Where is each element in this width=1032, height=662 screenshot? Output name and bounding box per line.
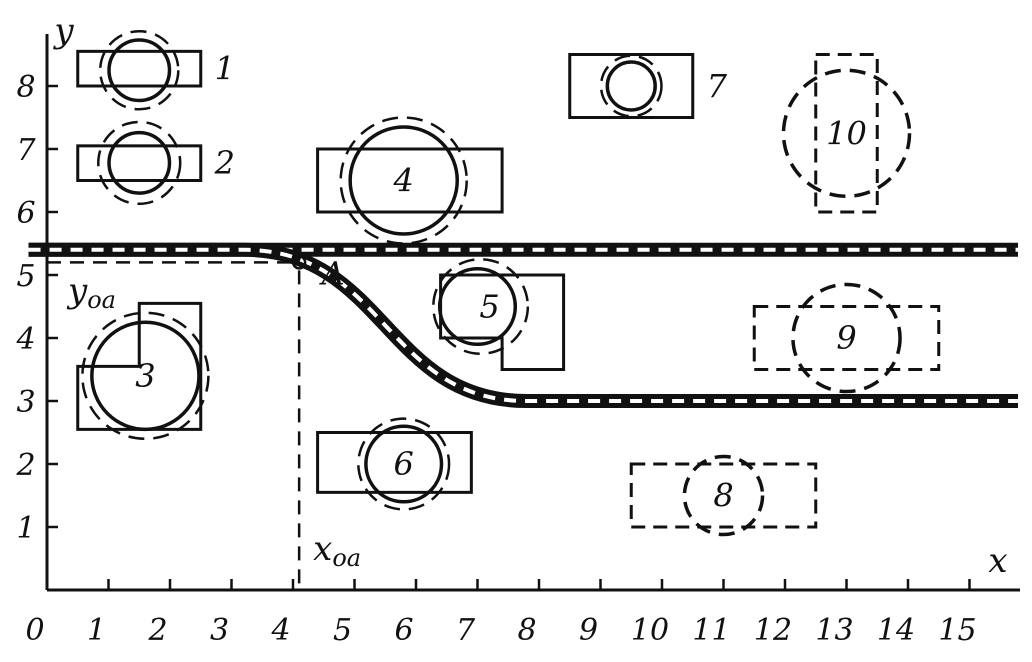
x-tick-label: 5: [333, 613, 352, 648]
road-branch-outline: [28, 242, 1018, 408]
y-tick-label: 4: [15, 322, 35, 357]
object-5: 5: [432, 258, 566, 371]
object-4-outer-circle: [339, 116, 468, 245]
object-3-label: 3: [135, 357, 155, 395]
y-tick-label: 3: [16, 385, 35, 420]
y-tick-label: 2: [15, 448, 35, 483]
object-5-footprint: [439, 273, 566, 371]
x-axis-name: x: [988, 541, 1007, 581]
object-7-label: 7: [707, 67, 728, 105]
object-1: 1: [76, 29, 235, 111]
object-4-footprint: [316, 147, 504, 214]
x-tick-label: 9: [579, 613, 598, 648]
x-oa-label: xoa: [313, 529, 361, 572]
object-6-outer-circle: [357, 417, 451, 511]
object-2-label: 2: [214, 144, 235, 182]
point-a-marker: [291, 255, 307, 270]
object-9: 9: [752, 282, 941, 394]
x-tick-label: 7: [456, 613, 476, 648]
object-3-circle: [90, 320, 201, 432]
object-10-circle: [781, 68, 912, 198]
y-tick-label: 7: [16, 133, 36, 168]
object-1-outer-circle: [98, 29, 180, 111]
object-1-label: 1: [215, 50, 235, 88]
object-4: 4: [316, 116, 504, 245]
object-2-outer-circle: [97, 120, 182, 206]
x-tick-label: 12: [754, 613, 792, 648]
object-8-label: 8: [713, 477, 733, 515]
x-tick-label: 6: [394, 613, 413, 648]
object-7-circle: [605, 60, 657, 112]
object-5-outer-circle: [432, 258, 530, 355]
object-6: 6: [316, 417, 473, 511]
y-tick-label: 8: [16, 70, 35, 105]
road-branch-centerline: [28, 247, 1018, 403]
object-9-footprint: [752, 305, 941, 371]
y-oa-label: yoa: [66, 271, 116, 314]
object-5-circle: [437, 266, 518, 347]
x-tick-label: 1: [87, 613, 106, 648]
x-tick-label: 8: [517, 613, 536, 648]
object-5-label: 5: [479, 288, 499, 326]
object-2-circle: [107, 130, 172, 195]
object-10-label: 10: [826, 114, 867, 152]
x-tick-label: 3: [210, 613, 229, 648]
x-tick-label: 15: [938, 613, 976, 648]
object-2-footprint: [76, 144, 203, 183]
x-tick-label: 13: [815, 613, 853, 648]
object-7-outer-circle: [599, 54, 663, 118]
object-3: 3: [76, 301, 210, 441]
y-tick-label: 5: [16, 259, 35, 294]
object-9-label: 9: [836, 319, 856, 357]
y-oa-label-subscript: oa: [87, 286, 116, 314]
x-tick-label: 2: [147, 613, 167, 648]
object-6-circle: [364, 424, 444, 504]
object-9-circle: [791, 282, 902, 394]
object-8: 8: [629, 454, 818, 537]
objects-layer: 1 2 3 4 5 6 7 8 9 10: [76, 29, 941, 537]
x-oa-label-subscript: oa: [332, 544, 361, 572]
x-tick-label: 4: [270, 613, 290, 648]
y-tick-label: 1: [16, 511, 35, 546]
object-6-label: 6: [394, 445, 414, 483]
point-a-label: A: [319, 254, 345, 292]
object-1-footprint: [76, 49, 203, 88]
road: [28, 242, 1018, 408]
object-1-circle: [107, 38, 172, 103]
x-tick-label: 0: [25, 613, 44, 648]
object-7-footprint: [568, 53, 695, 119]
object-4-label: 4: [393, 162, 414, 200]
y-tick-label: 6: [16, 196, 35, 231]
y-axis-name: y: [52, 11, 74, 51]
object-10: 10: [781, 53, 912, 214]
object-7: 7: [568, 53, 728, 119]
object-3-outer-circle: [81, 311, 210, 441]
x-tick-label: 11: [692, 613, 730, 648]
object-8-circle: [682, 454, 765, 537]
x-tick-label: 10: [631, 613, 669, 648]
object-4-circle: [348, 125, 460, 236]
object-2: 2: [76, 120, 235, 206]
object-3-footprint: [76, 301, 203, 431]
object-10-footprint: [814, 53, 879, 214]
object-8-footprint: [629, 462, 818, 529]
x-tick-label: 14: [877, 613, 915, 648]
object-6-footprint: [316, 431, 473, 494]
